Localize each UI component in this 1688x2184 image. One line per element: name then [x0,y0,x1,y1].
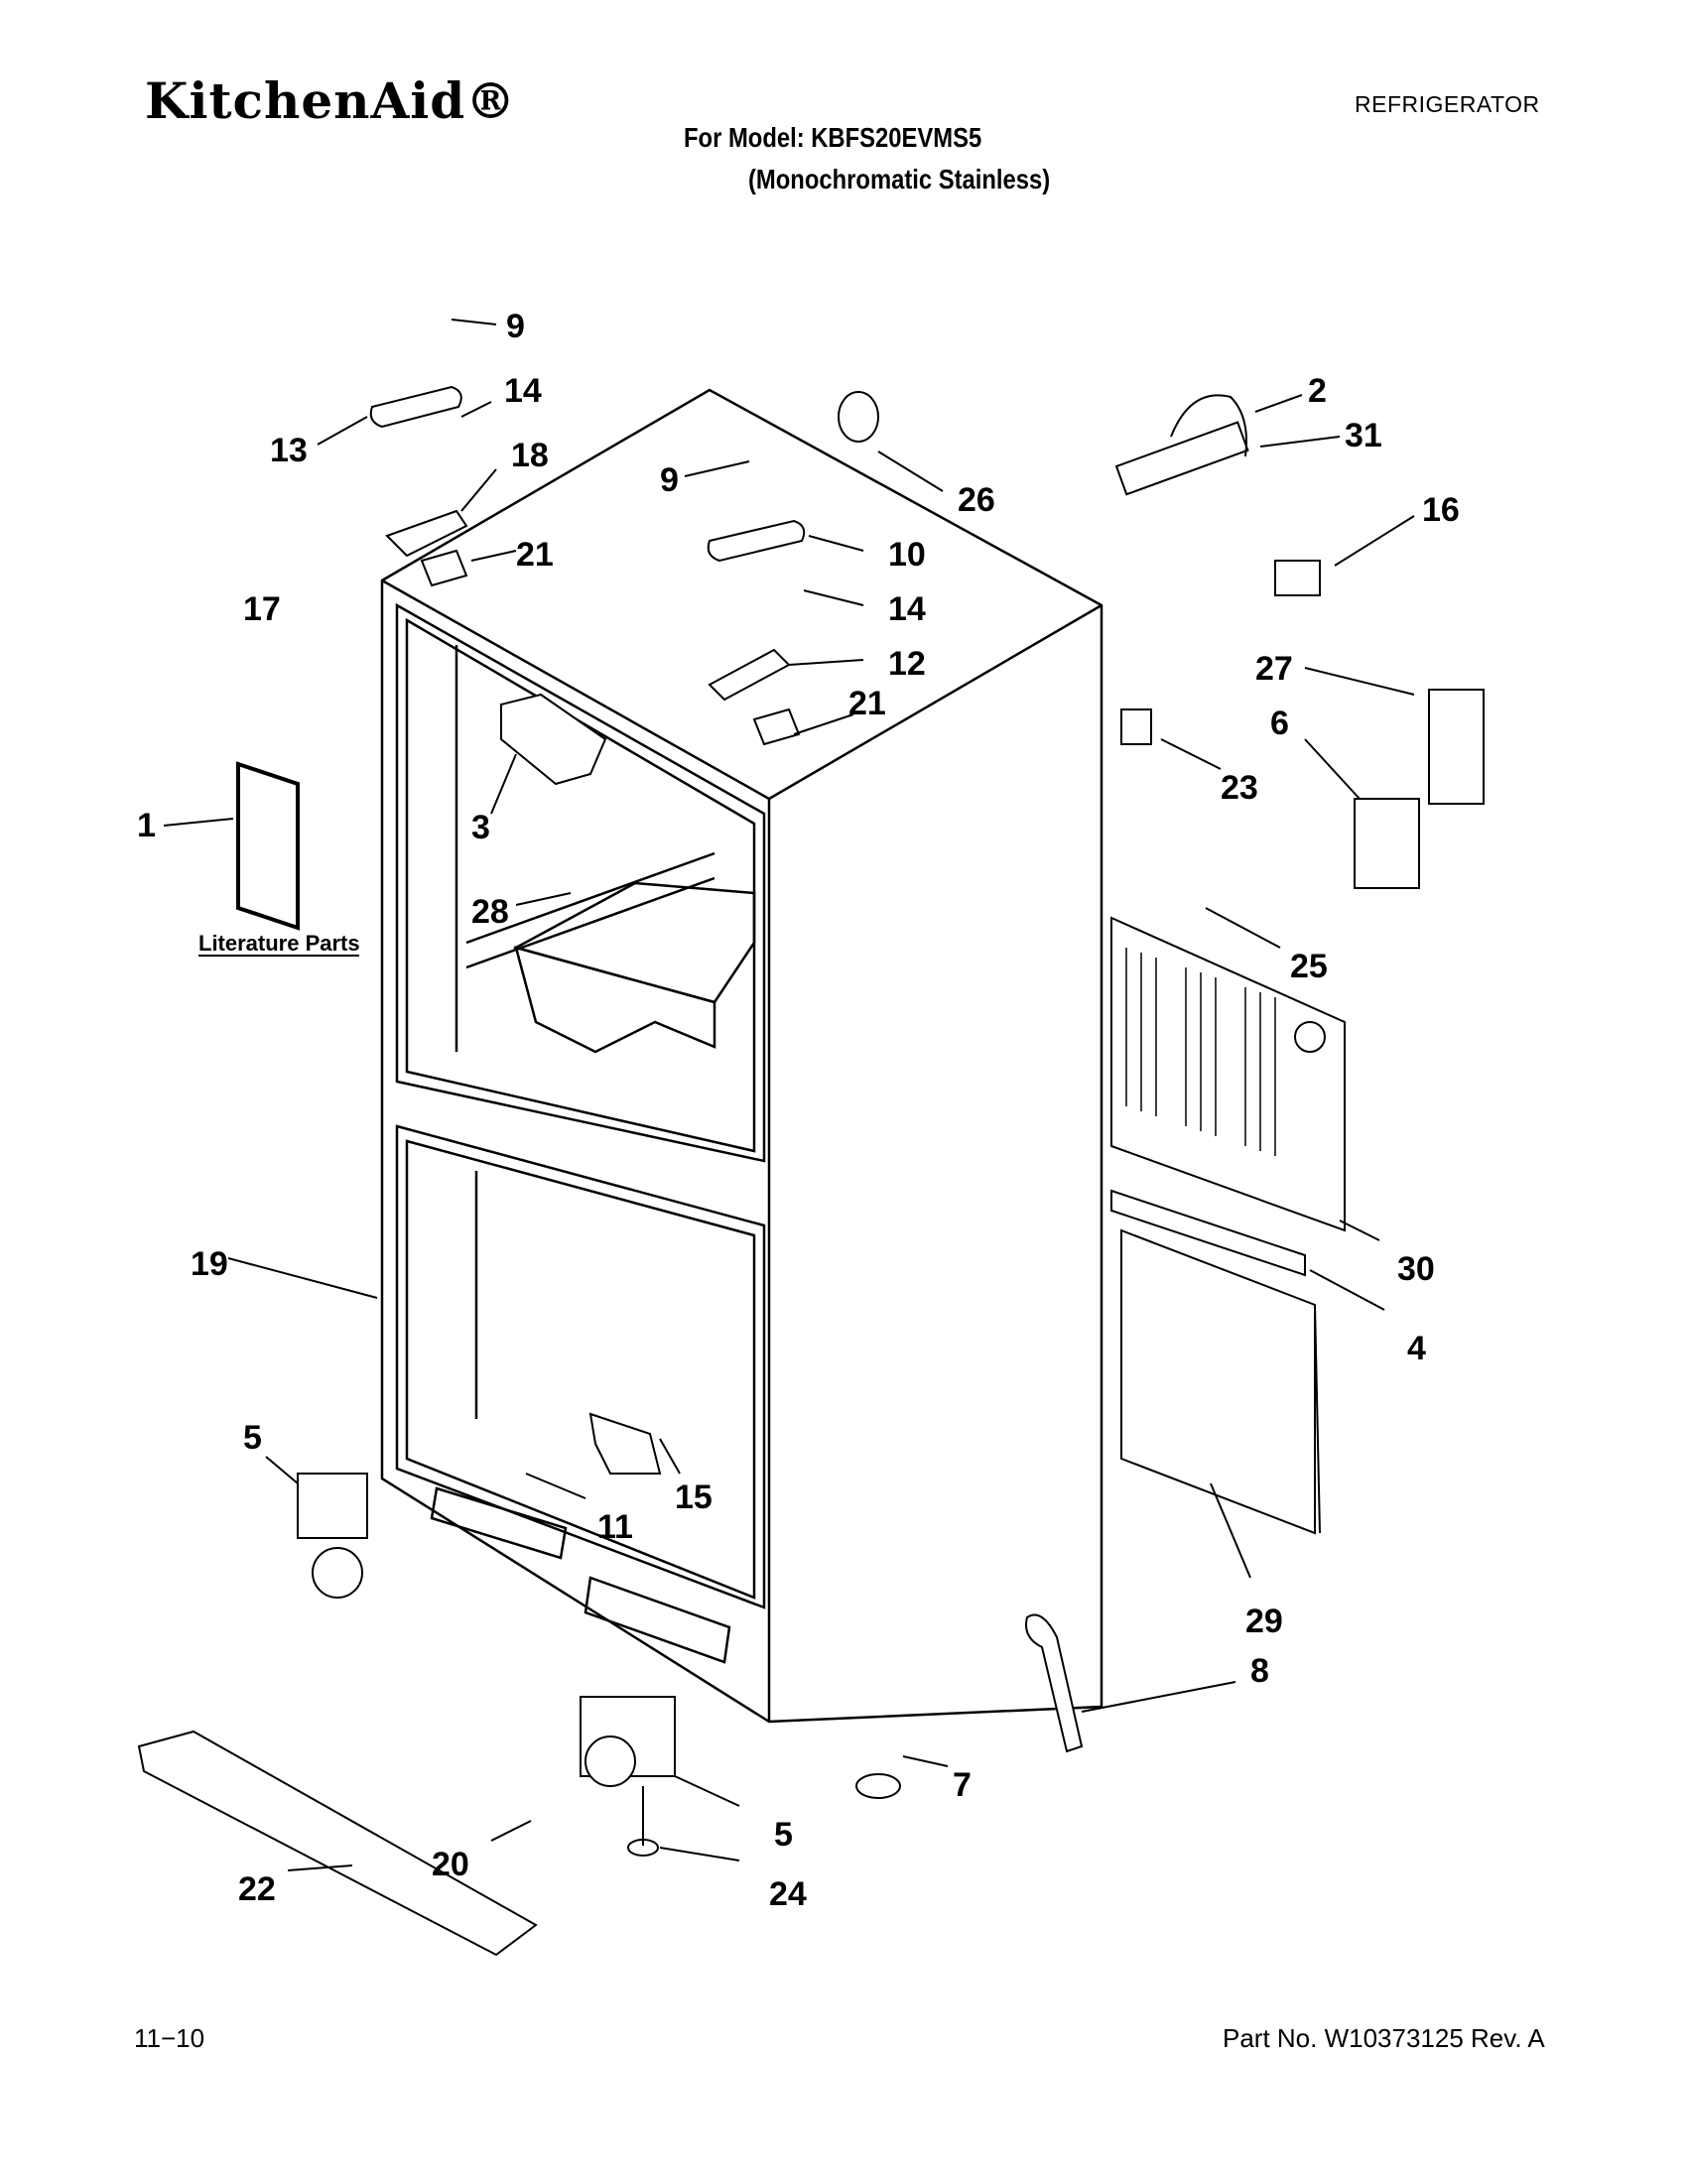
callout-2: 2 [1308,372,1327,410]
callout-30: 30 [1397,1250,1435,1288]
callout-21b: 21 [848,685,886,722]
callout-24: 24 [769,1875,807,1913]
callout-31: 31 [1345,417,1382,454]
callout-17: 17 [243,590,281,628]
callout-22: 22 [238,1870,276,1908]
callout-27: 27 [1255,650,1293,688]
callout-5a: 5 [243,1419,262,1457]
callout-20: 20 [432,1846,469,1883]
callout-25: 25 [1290,948,1328,985]
literature-parts-label: Literature Parts [198,931,360,957]
callout-23: 23 [1221,769,1258,807]
callout-10: 10 [888,536,926,574]
cabinet-drawing [380,388,1104,1724]
callout-numbers: 9 14 13 18 17 21 9 10 14 12 21 26 2 31 1… [137,308,1460,1913]
callout-18: 18 [511,437,549,474]
callout-8: 8 [1250,1652,1269,1690]
callout-14a: 14 [504,372,542,410]
parts-drawing [137,385,1485,1957]
callout-14b: 14 [888,590,926,628]
callout-9b: 9 [660,461,679,499]
part-number: Part No. W10373125 Rev. A [1223,2023,1545,2053]
callout-13: 13 [270,432,308,469]
callout-4: 4 [1407,1330,1426,1367]
callout-6: 6 [1270,705,1289,742]
callout-11: 11 [597,1508,633,1546]
callout-26: 26 [958,481,995,519]
model-subtitle: (Monochromatic Stainless) [748,164,1051,194]
callout-9a: 9 [506,308,525,345]
brand-logo: KitchenAid® [145,71,517,130]
model-title: For Model: KBFS20EVMS5 [684,122,982,153]
callout-5b: 5 [774,1816,793,1854]
callout-19: 19 [191,1245,228,1283]
callout-1: 1 [137,807,156,844]
callout-21a: 21 [516,536,554,574]
category-label: REFRIGERATOR [1355,91,1540,117]
callout-12: 12 [888,645,926,683]
callout-7: 7 [953,1766,972,1804]
callout-29: 29 [1245,1603,1283,1640]
callout-16: 16 [1422,491,1460,529]
literature-label: Literature Parts [198,931,360,956]
revision-date: 11−10 [134,2023,205,2053]
leader-lines [163,319,1415,1871]
callout-3: 3 [471,809,490,846]
callout-28: 28 [471,893,509,931]
callout-15: 15 [675,1478,713,1516]
